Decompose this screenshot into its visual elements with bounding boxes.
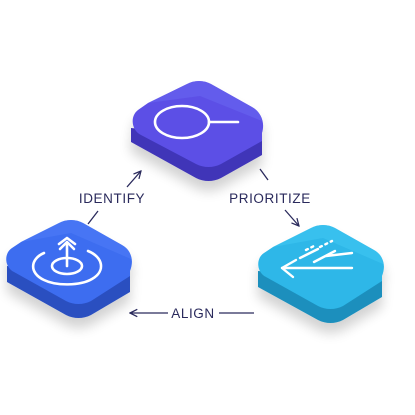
edge-align: ALIGN bbox=[130, 306, 254, 321]
magnifier-icon bbox=[153, 104, 240, 140]
edge-prioritize-line-upper bbox=[259, 168, 269, 181]
edge-align-label: ALIGN bbox=[171, 306, 215, 321]
target-arrow-icon bbox=[31, 236, 103, 286]
sort-list-arrow-icon bbox=[280, 239, 354, 279]
edge-identify-line-upper bbox=[126, 171, 141, 188]
edge-prioritize-line-lower bbox=[284, 209, 299, 226]
edge-prioritize: PRIORITIZE bbox=[229, 168, 311, 226]
edge-prioritize-label: PRIORITIZE bbox=[229, 191, 311, 206]
node-target bbox=[6, 220, 132, 318]
edge-identify: IDENTIFY bbox=[79, 171, 145, 225]
node-prioritize bbox=[258, 225, 384, 323]
edge-identify-label: IDENTIFY bbox=[79, 191, 145, 206]
node-search bbox=[131, 81, 264, 181]
edge-identify-line-lower bbox=[87, 210, 99, 225]
